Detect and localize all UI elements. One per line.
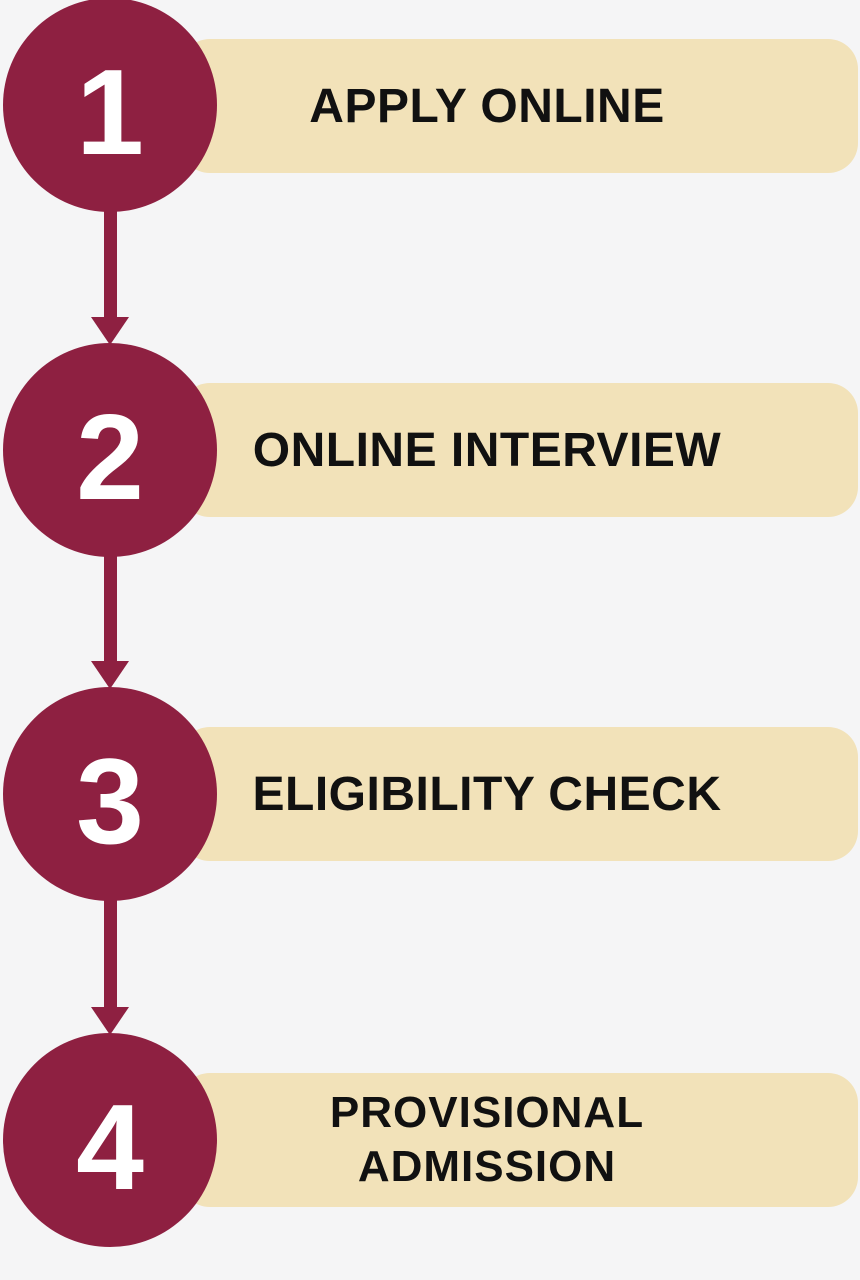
step-label-4: PROVISIONAL ADMISSION: [329, 1088, 645, 1191]
arrow-down-icon: [91, 317, 129, 345]
step-banner-2: ONLINE INTERVIEW: [180, 383, 858, 517]
step-circle-4: 4: [3, 1033, 217, 1247]
step-circle-1: 1: [3, 0, 217, 212]
arrow-down-icon: [91, 1007, 129, 1035]
step-number-2: 2: [76, 389, 144, 525]
step-label-3: ELIGIBILITY CHECK: [252, 767, 722, 821]
step-circle-2: 2: [3, 343, 217, 557]
step-banner-4: PROVISIONAL ADMISSION: [180, 1073, 858, 1207]
step-number-3: 3: [76, 733, 144, 869]
step-number-4: 4: [76, 1079, 144, 1215]
step-circle-3: 3: [3, 687, 217, 901]
step-number-1: 1: [76, 44, 144, 180]
arrow-shaft: [104, 206, 117, 318]
arrow-shaft: [104, 894, 117, 1008]
arrow-shaft: [104, 550, 117, 662]
step-banner-3: ELIGIBILITY CHECK: [180, 727, 858, 861]
step-label-2: ONLINE INTERVIEW: [252, 423, 722, 477]
arrow-down-icon: [91, 661, 129, 689]
step-label-1: APPLY ONLINE: [309, 79, 665, 133]
step-banner-1: APPLY ONLINE: [180, 39, 858, 173]
